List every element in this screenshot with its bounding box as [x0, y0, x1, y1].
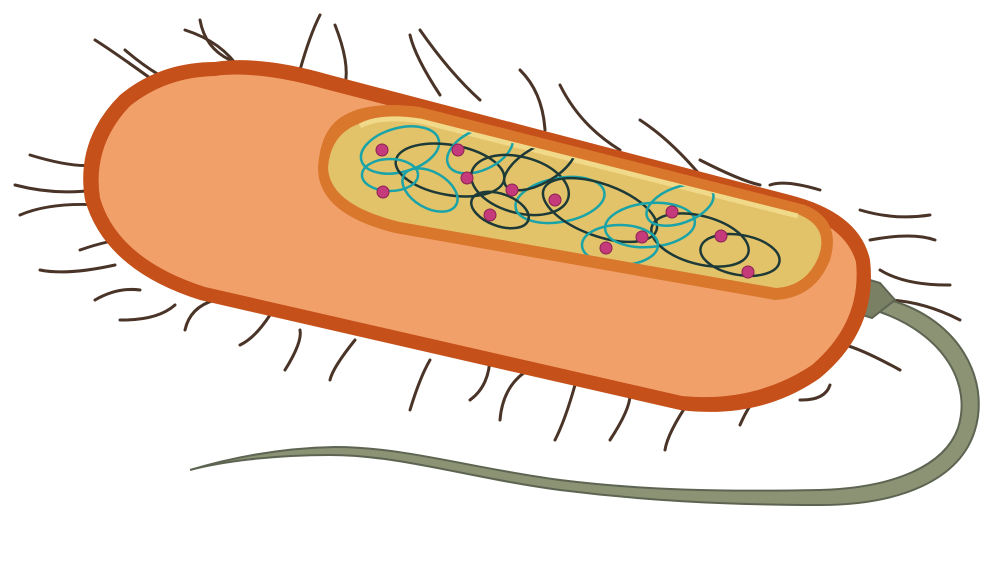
- pilus: [300, 15, 320, 70]
- pilus: [95, 40, 150, 78]
- pilus: [335, 25, 346, 85]
- pilus: [870, 236, 935, 240]
- pilus: [330, 340, 355, 380]
- pilus: [555, 385, 575, 440]
- pilus: [410, 35, 440, 95]
- pilus: [40, 265, 115, 272]
- pilus: [860, 210, 930, 217]
- ribosome: [377, 186, 389, 198]
- ribosome: [742, 266, 754, 278]
- ribosome: [636, 231, 648, 243]
- pilus: [120, 305, 175, 320]
- ribosome: [484, 209, 496, 221]
- pilus: [285, 330, 300, 370]
- pilus: [770, 183, 820, 190]
- ribosome: [506, 184, 518, 196]
- pilus: [95, 289, 140, 300]
- pilus: [520, 70, 545, 130]
- pilus: [410, 360, 430, 410]
- pilus: [500, 372, 525, 420]
- pilus: [240, 315, 270, 345]
- pilus: [185, 300, 215, 330]
- ribosome: [461, 172, 473, 184]
- ribosome: [376, 144, 388, 156]
- pilus: [15, 185, 95, 192]
- ribosome: [452, 144, 464, 156]
- ribosome: [715, 230, 727, 242]
- pilus: [610, 395, 630, 440]
- pilus: [420, 30, 480, 100]
- ribosome: [549, 194, 561, 206]
- ribosome: [666, 206, 678, 218]
- ribosome: [600, 242, 612, 254]
- pilus: [880, 270, 950, 285]
- pilus: [845, 345, 900, 370]
